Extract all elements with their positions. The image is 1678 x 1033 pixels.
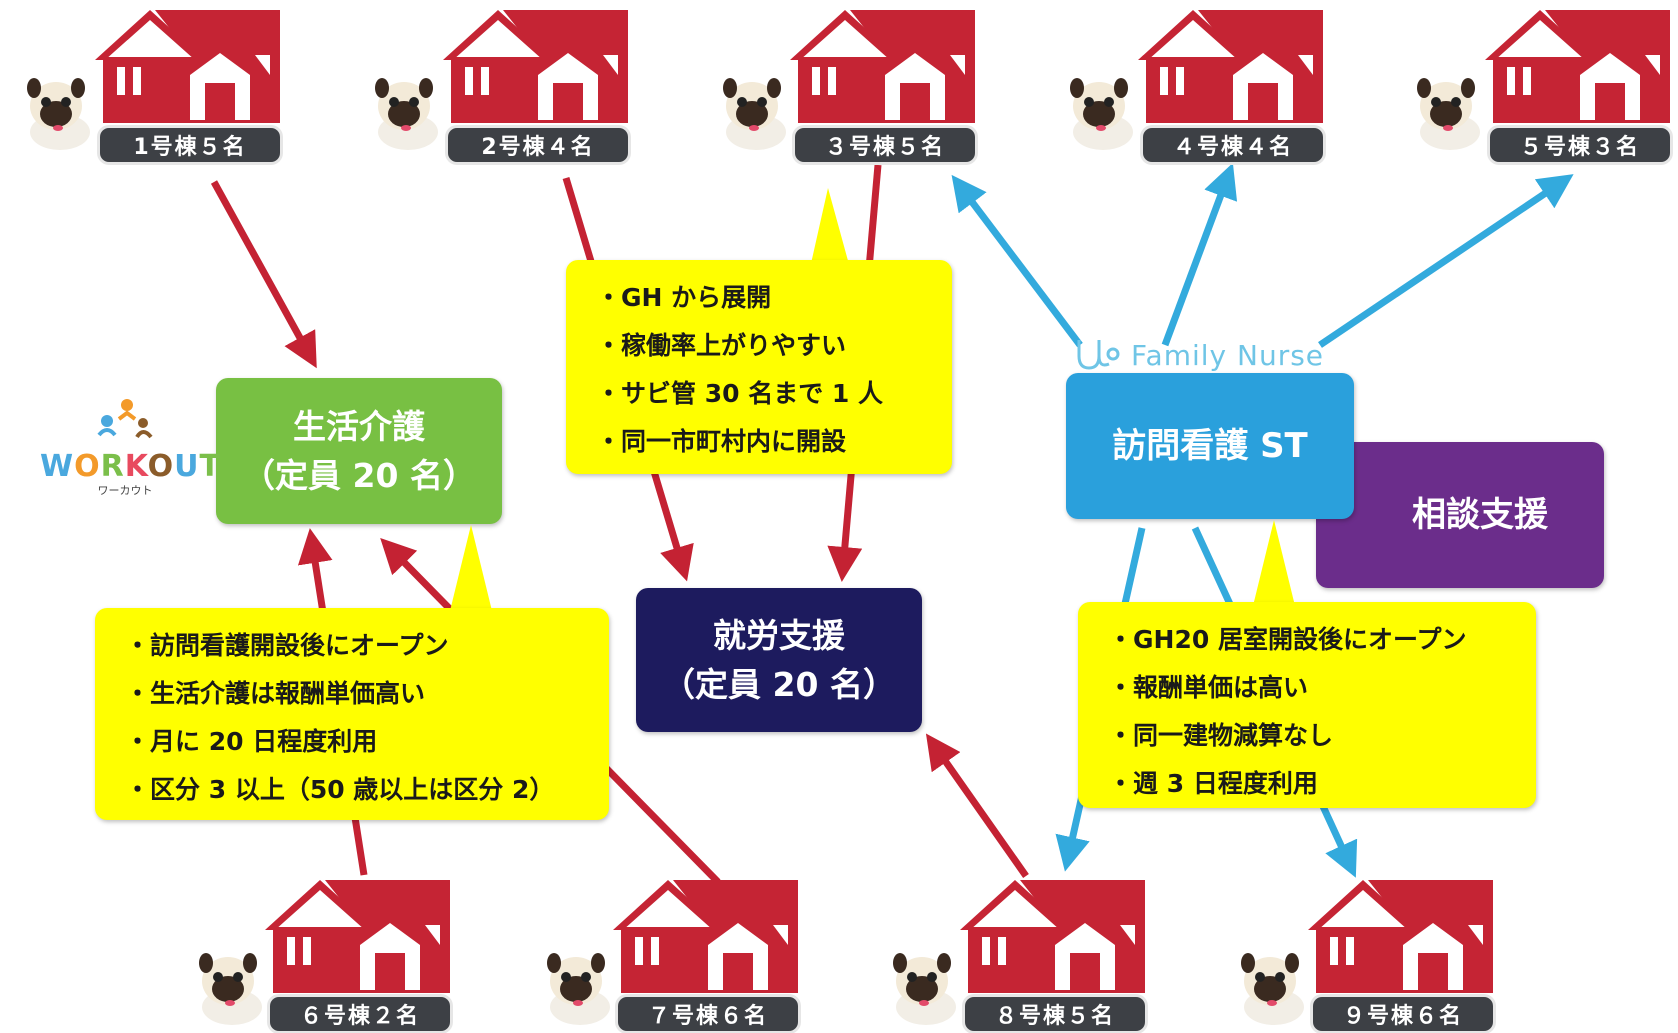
house-label-3: ３号棟５名 (795, 128, 975, 162)
house-label-6: ６号棟２名 (270, 997, 450, 1031)
soudan-shien-box: 相談支援 (1316, 442, 1604, 588)
note-right-item: 同一建物減算なし (1108, 716, 1514, 752)
note-top-item: GH から展開 (596, 278, 930, 314)
note-left: 訪問看護開設後にオープン 生活介護は報酬単価高い 月に 20 日程度利用 区分 … (95, 608, 609, 820)
shuro-title: 就労支援 (713, 615, 845, 655)
pug-dog-icon (1057, 70, 1141, 154)
arrow-houmon-to-house5 (1318, 174, 1574, 348)
note-left-item: 区分 3 以上（50 歳以上は区分 2） (125, 770, 587, 806)
note-right-item: 週 3 日程度利用 (1108, 764, 1514, 800)
house-icon (1308, 875, 1498, 995)
workout-logo: WORKOUT ワーカウト (40, 395, 221, 515)
stethoscope-icon (1077, 340, 1120, 370)
shuro-shien-box: 就労支援 （定員 20 名） (636, 588, 922, 732)
house-icon (790, 5, 980, 125)
house-icon (265, 875, 455, 995)
arrow-house8-to-shuro (925, 733, 1029, 879)
note-left-item: 訪問看護開設後にオープン (125, 626, 587, 662)
note-top-item: 同一市町村内に開設 (596, 422, 930, 458)
seikatsu-capacity: （定員 20 名） (242, 456, 476, 495)
note-top-item: サビ管 30 名まで 1 人 (596, 374, 930, 410)
seikatsu-kaigo-box: 生活介護 （定員 20 名） (216, 378, 502, 524)
pug-dog-icon (186, 945, 270, 1029)
pug-dog-icon (1228, 945, 1312, 1029)
workout-sub: ワーカウト (97, 484, 153, 497)
note-right-item: GH20 居室開設後にオープン (1108, 620, 1514, 656)
pug-dog-icon (14, 70, 98, 154)
note-left-tail (449, 525, 493, 615)
house-icon (95, 5, 285, 125)
soudan-title: 相談支援 (1412, 494, 1548, 535)
note-top-tail (810, 188, 850, 268)
family-nurse-logo: Family Nurse (1075, 335, 1345, 375)
shuro-capacity: （定員 20 名） (662, 665, 896, 704)
house-icon (443, 5, 633, 125)
house-icon (960, 875, 1150, 995)
houmon-kango-box: 訪問看護 ST (1066, 373, 1354, 519)
people-logo-icon (97, 399, 153, 439)
house-label-5: ５号棟３名 (1490, 128, 1670, 162)
pug-dog-icon (362, 70, 446, 154)
arrow-houmon-to-house4 (1161, 162, 1238, 347)
house-label-7: ７号棟６名 (618, 997, 798, 1031)
house-label-2: 2号棟４名 (448, 128, 628, 162)
note-right-tail (1252, 520, 1296, 610)
family-nurse-wordmark: Family Nurse (1131, 338, 1325, 372)
arrow-house1-to-seikatsu (210, 180, 317, 369)
note-left-item: 生活介護は報酬単価高い (125, 674, 587, 710)
house-icon (1138, 5, 1328, 125)
pug-dog-icon (534, 945, 618, 1029)
house-label-4: ４号棟４名 (1143, 128, 1323, 162)
house-label-8: ８号棟５名 (965, 997, 1145, 1031)
houmon-title: 訪問看護 ST (1112, 425, 1308, 466)
pug-dog-icon (880, 945, 964, 1029)
seikatsu-title: 生活介護 (293, 406, 425, 446)
note-right-item: 報酬単価は高い (1108, 668, 1514, 704)
note-top-item: 稼働率上がりやすい (596, 326, 930, 362)
note-left-item: 月に 20 日程度利用 (125, 722, 587, 758)
workout-wordmark: WORKOUT (40, 449, 221, 484)
house-label-9: ９号棟６名 (1313, 997, 1493, 1031)
note-top: GH から展開 稼働率上がりやすい サビ管 30 名まで 1 人 同一市町村内に… (566, 260, 952, 474)
pug-dog-icon (1404, 70, 1488, 154)
pug-dog-icon (710, 70, 794, 154)
house-icon (1485, 5, 1675, 125)
house-label-1: 1号棟５名 (100, 128, 280, 162)
note-right: GH20 居室開設後にオープン 報酬単価は高い 同一建物減算なし 週 3 日程度… (1078, 602, 1536, 808)
arrow-houmon-to-house3 (951, 174, 1083, 348)
house-icon (613, 875, 803, 995)
